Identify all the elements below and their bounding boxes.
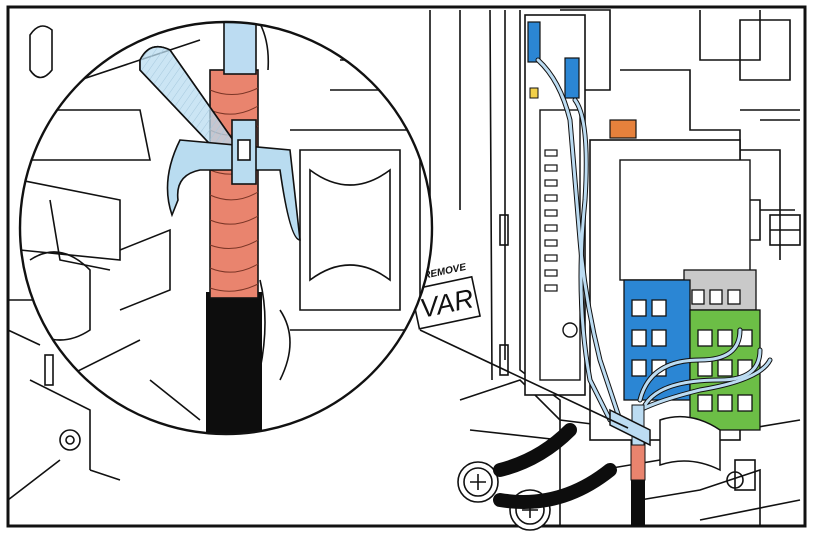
callout-pointer [419,329,629,429]
main-power-cable [493,423,617,509]
terminal-block-grey [683,269,757,311]
board-pins [544,149,558,292]
inner-wire [223,22,257,75]
signal-wires-fill [536,58,772,422]
cable-clamp-icon [609,408,721,472]
cable-jacket [206,292,262,434]
control-cable-small [630,404,646,526]
magnified-inset [18,20,434,436]
cable-tie-icon [139,45,301,241]
